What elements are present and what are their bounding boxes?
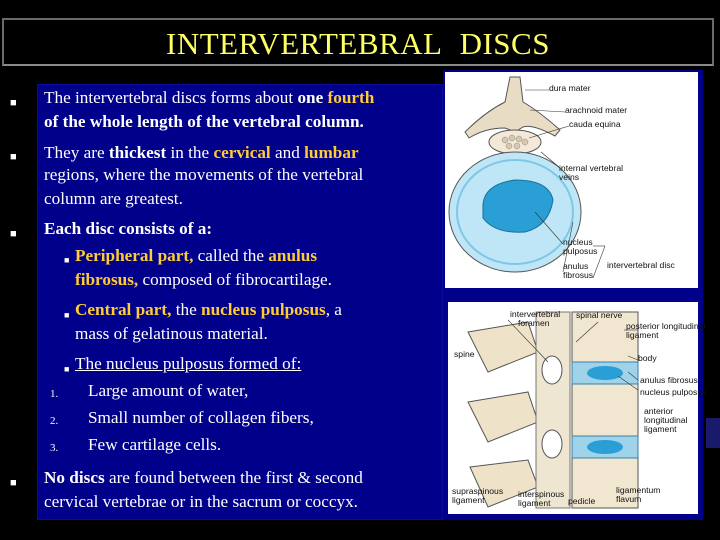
label-internal-veins-1: internal vertebral	[559, 163, 624, 173]
p2-text-c: in the	[166, 143, 214, 162]
label-flavum-2: flavum	[616, 494, 642, 504]
bullet-marker-icon: ■	[10, 477, 17, 489]
s1-highlight: Peripheral part,	[75, 246, 194, 265]
label-dura-mater: dura mater	[549, 83, 591, 93]
title-bar: INTERVERTEBRAL DISCS	[2, 18, 714, 66]
n3-text: Few cartilage cells.	[88, 435, 222, 454]
sagittal-section-figure: intervertebral foramen spinal nerve post…	[448, 302, 706, 514]
s1-text-b: called the	[193, 246, 269, 265]
label-anulus-2: fibrosus	[563, 270, 594, 280]
sub-bullet-icon: ■	[64, 364, 70, 374]
p2-text-a: They are	[44, 143, 109, 162]
bullet-margin	[0, 84, 37, 518]
s1-anulus: anulus	[268, 246, 318, 265]
s2-nucleus: nucleus pulposus	[201, 300, 326, 319]
spine-sagittal-illustration	[467, 311, 639, 509]
p4-text-b: are found between the first & second	[104, 468, 363, 487]
label-iv-foramen-2: foramen	[518, 318, 550, 328]
n2-number: 2.	[50, 415, 59, 427]
sub-bullet-icon: ■	[64, 255, 70, 265]
label-iv-foramen-1: intervertebral	[510, 309, 561, 319]
s1-text-e: composed of fibrocartilage.	[138, 270, 332, 289]
vertebra-illustration	[448, 76, 606, 279]
s2-line2: mass of gelatinous material.	[75, 324, 268, 343]
s2-text-d: , a	[325, 300, 342, 319]
slide-title: INTERVERTEBRAL DISCS	[166, 26, 550, 61]
label-body: body	[638, 353, 657, 363]
s2-text-b: the	[171, 300, 202, 319]
label-internal-veins-2: veins	[559, 172, 580, 182]
label-nucleus-2: pulposus	[563, 246, 598, 256]
n1-number: 1.	[50, 388, 59, 400]
n2-text: Small number of collagen fibers,	[88, 408, 314, 427]
p2-bold: thickest	[108, 143, 167, 162]
p1-text-b: one	[297, 88, 328, 107]
label-spine: spine	[454, 349, 475, 359]
label-arachnoid: arachnoid mater	[565, 105, 628, 115]
label-pedicle: pedicle	[568, 496, 596, 506]
label-spinal-nerve: spinal nerve	[576, 310, 623, 320]
p4-line2: cervical vertebrae or in the sacrum or c…	[44, 492, 358, 511]
p2-line2: regions, where the movements of the vert…	[44, 165, 364, 184]
label-interspinous-2: ligament	[518, 498, 551, 508]
s1-line2: fibrosus, composed of fibrocartilage.	[75, 269, 332, 290]
label-supraspinous-2: ligament	[452, 495, 485, 505]
label-anulus-fibrosus: anulus fibrosus	[640, 375, 698, 385]
label-all-3: ligament	[644, 424, 677, 434]
s1-line1: Peripheral part, called the anulus	[75, 245, 317, 266]
label-supraspinous-1: supraspinous	[452, 486, 504, 496]
p1-highlight: fourth	[327, 88, 375, 107]
p3-line: Each disc consists of a:	[44, 219, 213, 238]
label-interspinous-1: interspinous	[518, 489, 565, 499]
label-all-1: anterior	[644, 406, 674, 416]
p2-line1: They are thickest in the cervical and lu…	[44, 142, 359, 163]
label-nucleus-1: nucleus	[563, 237, 593, 247]
n3-number: 3.	[50, 442, 59, 454]
p2-highlight-lumbar: lumbar	[304, 143, 359, 162]
s2-highlight: Central part,	[75, 300, 172, 319]
p4-bold: No discs	[44, 468, 105, 487]
sub-bullet-icon: ■	[64, 310, 70, 320]
bullet-marker-icon: ■	[10, 151, 17, 163]
label-flavum-1: ligamentum	[616, 485, 661, 495]
transverse-section-figure: dura mater arachnoid mater cauda equina …	[445, 72, 698, 288]
p1-text-a: The intervertebral discs forms about	[44, 88, 298, 107]
p1-line1: The intervertebral discs forms about one…	[44, 87, 374, 108]
s2-line1: Central part, the nucleus pulposus, a	[75, 299, 342, 320]
label-pll-2: ligament	[626, 330, 659, 340]
n1-text: Large amount of water,	[88, 381, 249, 400]
bullet-marker-icon: ■	[10, 228, 17, 240]
label-cauda-equina: cauda equina	[569, 119, 621, 129]
right-edge-decoration	[706, 418, 720, 448]
p2-line3: column are greatest.	[44, 189, 183, 208]
label-pll-1: posterior longitudinal	[626, 321, 706, 331]
label-all-2: longitudinal	[644, 415, 688, 425]
p2-highlight-cervical: cervical	[213, 143, 271, 162]
label-anulus-1: anulus	[563, 261, 589, 271]
bullet-marker-icon: ■	[10, 97, 17, 109]
p4-line1: No discs are found between the first & s…	[44, 467, 363, 488]
text-panel	[37, 84, 443, 520]
p2-text-e: and	[270, 143, 305, 162]
s1-fibrosus: fibrosus,	[75, 270, 139, 289]
s3-line: The nucleus pulposus formed of:	[75, 354, 302, 373]
p1-line2: of the whole length of the vertebral col…	[44, 112, 364, 131]
label-intervertebral-disc: intervertebral disc	[607, 260, 675, 270]
label-nucleus-pulposus: nucleus pulposus	[640, 387, 707, 397]
